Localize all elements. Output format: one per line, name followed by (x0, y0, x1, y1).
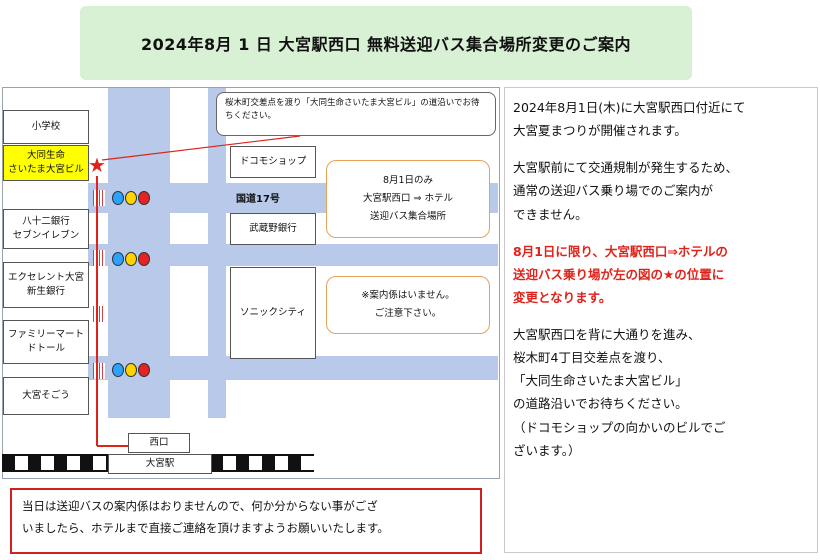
building-sonic-city: ソニックシティ (230, 267, 316, 359)
building-excellent-omiya: エクセレント大宮 新生銀行 (3, 262, 89, 308)
building-omiya-sogo: 大宮そごう (3, 377, 89, 415)
building-daido-seimei: 大同生命 さいたま大宮ビル (3, 145, 89, 181)
road-label: 国道17号 (236, 194, 280, 205)
page-title: 2024年8月 1 日 大宮駅西口 無料送迎バス集合場所変更のご案内 (80, 6, 692, 80)
building-musashino-bank: 武蔵野銀行 (230, 213, 316, 245)
traffic-light-icon (112, 362, 150, 378)
road-horizontal-3 (88, 356, 498, 380)
info-box-no-staff: ※案内係はいません。 ご注意下さい。 (326, 276, 490, 334)
crosswalk-icon (93, 306, 105, 322)
road-horizontal-2 (88, 244, 498, 266)
crosswalk-icon (93, 250, 105, 266)
crosswalk-icon (93, 363, 105, 379)
announcement-panel: 2024年8月1日(木)に大宮駅西口付近にて 大宮夏まつりが開催されます。 大宮… (504, 87, 818, 553)
notice-box: 当日は送迎バスの案内係はおりませんので、何か分からない事がござ いましたら、ホテ… (10, 488, 482, 554)
omiya-station-label: 大宮駅 (108, 454, 212, 474)
traffic-light-icon (112, 190, 150, 206)
building-elementary-school: 小学校 (3, 110, 89, 144)
paragraph-change-notice: 8月1日に限り、大宮駅西口⇒ホテルの 送迎バス乗り場が左の図の★の位置に 変更と… (513, 243, 728, 305)
traffic-light-icon (112, 251, 150, 267)
west-exit-label: 西口 (128, 433, 190, 453)
crosswalk-icon (93, 190, 105, 206)
meeting-point-star-icon: ★ (88, 153, 106, 177)
info-box-meeting-point: 8月1日のみ 大宮駅西口 ⇒ ホテル 送迎バス集合場所 (326, 160, 490, 238)
building-familymart: ファミリーマート ドトール (3, 320, 89, 364)
building-82-bank: 八十二銀行 セブンイレブン (3, 209, 89, 249)
paragraph-directions: 大宮駅西口を背に大通りを進み、 桜木町4丁目交差点を渡り、 「大同生命さいたま大… (513, 327, 726, 458)
paragraph-festival: 2024年8月1日(木)に大宮駅西口付近にて 大宮夏まつりが開催されます。 (513, 100, 746, 139)
callout-box: 桜木町交差点を渡り「大同生命さいたま大宮ビル」の道沿いでお待ちください。 (216, 92, 496, 136)
building-docomo-shop: ドコモショップ (230, 146, 316, 178)
paragraph-traffic: 大宮駅前にて交通規制が発生するため、 通常の送迎バス乗り場でのご案内が できませ… (513, 160, 739, 222)
